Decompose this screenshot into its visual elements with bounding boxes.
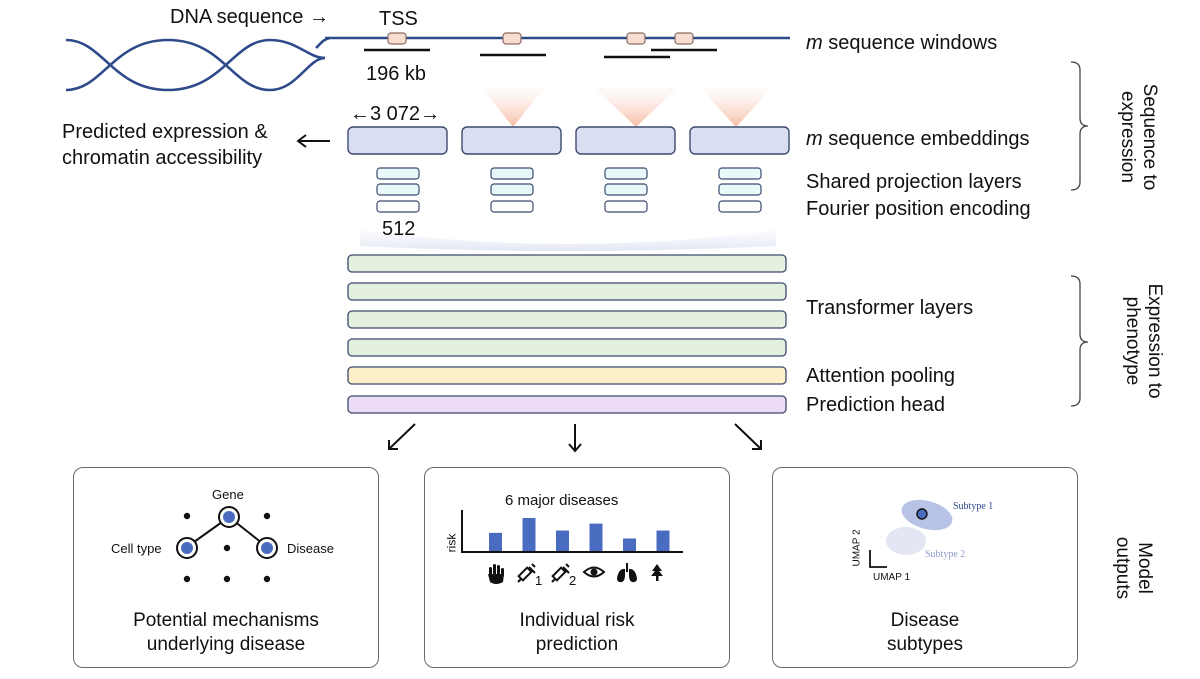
projection-dim-label: 512 — [382, 218, 416, 240]
output-arrow — [296, 134, 330, 148]
predicted-expression-label: Predicted expression & chromatin accessi… — [62, 121, 268, 169]
projection-layers — [376, 167, 762, 213]
subtypes-panel: Subtype 1 Subtype 2 UMAP 1 UMAP 2 Diseas… — [772, 467, 1078, 668]
risk-bar-chart — [461, 510, 683, 584]
risk-bar — [656, 530, 670, 551]
umap-plot — [869, 499, 953, 568]
syringe-2-icon — [551, 563, 570, 583]
syringe-1-icon — [517, 563, 536, 583]
patient-point — [916, 508, 928, 520]
dna-helix — [65, 36, 790, 92]
sequence-windows — [364, 48, 717, 59]
panel-arrows — [388, 423, 762, 453]
risk-bar — [589, 523, 603, 551]
model-stack — [347, 254, 787, 414]
tree-icon — [651, 564, 663, 581]
funnel — [360, 230, 776, 251]
dna-sequence-label: DNA sequence → — [170, 6, 329, 28]
prediction-head-label: Prediction head — [806, 394, 945, 416]
projection-layers-label: Shared projection layers — [806, 171, 1022, 193]
icon-subscript-2: 2 — [569, 573, 577, 588]
subtype-2-label: Subtype 2 — [925, 549, 966, 560]
risk-panel: 6 major diseases risk — [424, 467, 730, 668]
mechanisms-panel: Gene Cell type Disease Potential mechani… — [73, 467, 379, 668]
tss-markers — [387, 32, 694, 45]
sequence-windows-label: m sequence windows — [806, 32, 998, 54]
eye-icon — [582, 566, 606, 578]
icon-subscript-1: 1 — [535, 573, 543, 588]
transformer-layers-label: Transformer layers — [806, 297, 974, 319]
risk-bar — [489, 532, 502, 551]
risk-chart-title: 6 major diseases — [505, 492, 619, 509]
risk-bar — [556, 530, 569, 551]
cell-type-node-label: Cell type — [111, 541, 162, 556]
subtype-2-cluster — [886, 527, 926, 555]
tss-label: TSS — [379, 8, 418, 30]
risk-bar — [522, 518, 536, 551]
window-size-label: 196 kb — [366, 63, 427, 85]
lungs-icon — [617, 563, 637, 583]
hand-icon — [488, 564, 504, 584]
sequence-embeddings — [347, 126, 790, 155]
section-brackets — [1070, 61, 1089, 407]
fourier-encoding-label: Fourier position encoding — [806, 198, 1031, 220]
subtype-1-label: Subtype 1 — [953, 501, 994, 512]
attention-pooling-label: Attention pooling — [806, 365, 956, 387]
disease-node-label: Disease — [287, 541, 334, 556]
gene-node-label: Gene — [212, 487, 244, 502]
embedding-width-label: ←3 072→ — [350, 103, 441, 125]
risk-bar — [623, 538, 636, 551]
umap-1-label: UMAP 1 — [873, 572, 911, 583]
embedding-cones — [482, 88, 772, 127]
mechanism-graph — [176, 506, 278, 583]
sequence-embeddings-label: m sequence embeddings — [806, 128, 1030, 150]
umap-2-label: UMAP 2 — [851, 529, 863, 567]
